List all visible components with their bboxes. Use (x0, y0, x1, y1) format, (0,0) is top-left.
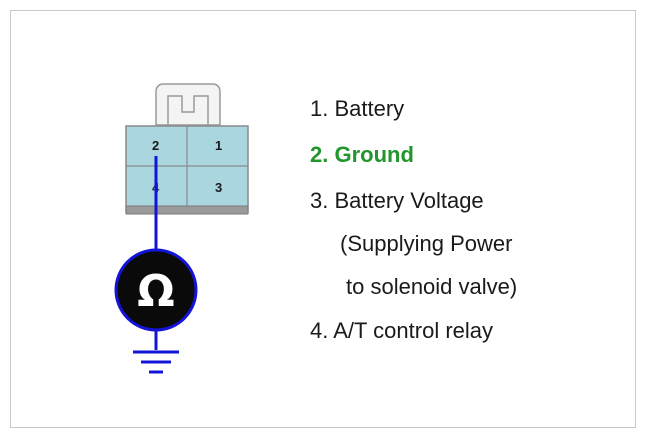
ohmmeter: Ω (114, 248, 198, 332)
connector-latch (155, 83, 221, 126)
ohmmeter-body (114, 248, 198, 332)
pin-2-label: 2 (152, 138, 159, 153)
legend-item-at-control-relay: 4. A/T control relay (310, 318, 494, 343)
connector-body (125, 125, 249, 215)
diagram-frame (10, 10, 636, 428)
connector-base (125, 205, 249, 215)
legend-item-ground: 2. Ground (310, 142, 414, 167)
legend-item-battery-voltage: 3. Battery Voltage (310, 188, 484, 213)
pin-3-label: 3 (215, 180, 222, 195)
legend-item-note-line-1: (Supplying Power (340, 231, 513, 256)
ground-icon (133, 350, 179, 374)
legend-item-note-line-2: to solenoid valve) (346, 274, 518, 299)
legend-item-battery: 1. Battery (310, 96, 405, 121)
pin-1-label: 1 (215, 138, 222, 153)
ohm-icon: Ω (137, 266, 174, 317)
